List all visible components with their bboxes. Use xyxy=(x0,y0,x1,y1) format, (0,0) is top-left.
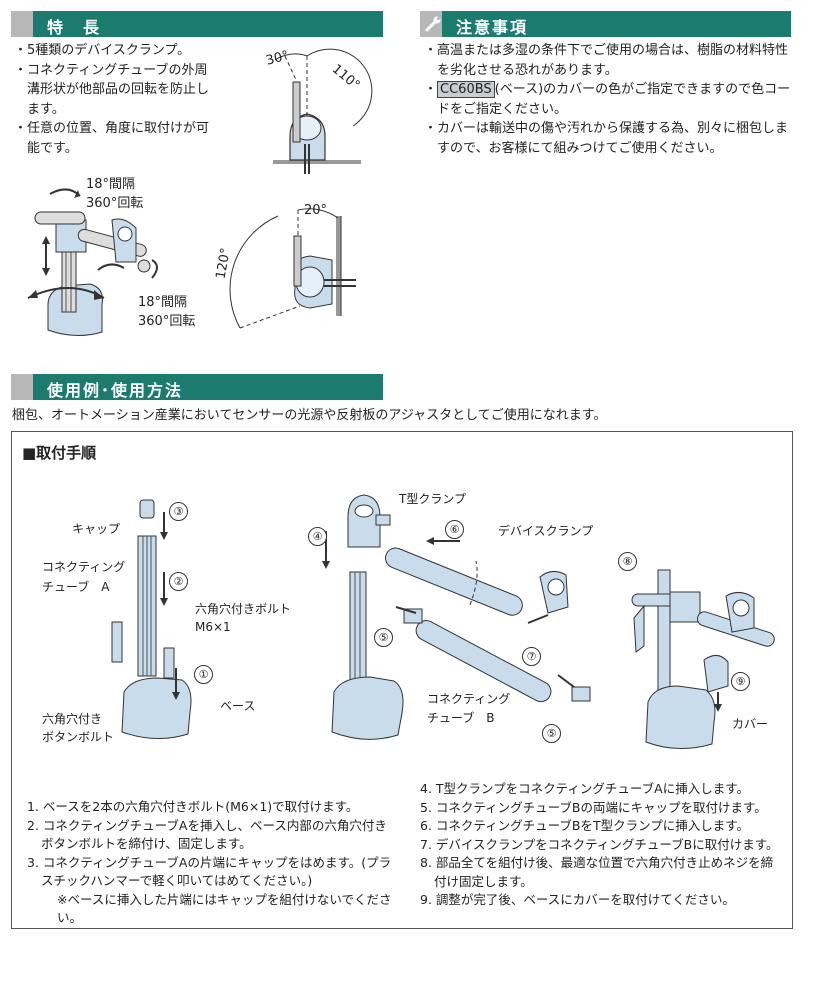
step-number-7: ⑦ xyxy=(522,647,541,666)
assembly-step1-3-diagram xyxy=(111,499,192,740)
step-number-6: ⑥ xyxy=(445,520,464,539)
procedure-title: ■取付手順 xyxy=(22,444,97,462)
feature-item: ・5種類のデバイスクランプ。 xyxy=(14,43,191,58)
device-clamp-label: デバイスクランプ xyxy=(498,524,594,538)
tube-b-label-2: チューブ B xyxy=(427,711,495,725)
t-clamp-label: T型クランプ xyxy=(399,492,466,506)
angle-20-label: 20° xyxy=(304,203,328,218)
angle-diagram-top xyxy=(273,48,373,174)
step-item: 2. コネクティングチューブAを挿入し、ベース内部の六角穴付きボタンボルトを締付… xyxy=(27,817,387,852)
rotation-top-line1: 18°間隔 xyxy=(86,177,136,192)
step-number-5b: ⑤ xyxy=(542,724,561,743)
caution-item-text: (ベース)のカバーの色がご指定できますので色コードをご指定ください。 xyxy=(437,82,791,117)
cover-code-badge: CC60BS xyxy=(437,81,495,98)
steps-right-list: 4. T型クランプをコネクティングチューブAに挿入します。 5. コネクティング… xyxy=(420,780,785,910)
caution-header: 注意事項 xyxy=(420,11,791,37)
feature-item: ・任意の位置、角度に取付けが可能です。 xyxy=(14,121,210,156)
header-mark xyxy=(11,374,33,400)
caution-item: ・高温または多湿の条件下でご使用の場合は、樹脂の材料特性を劣化させる恐れがありま… xyxy=(424,43,789,78)
usage-header: 使用例･使用方法 xyxy=(11,374,383,400)
tube-b-label-1: コネクティング xyxy=(427,692,511,706)
step-number-3: ③ xyxy=(169,502,188,521)
features-list: ・5種類のデバイスクランプ。 ・コネクティングチューブの外周溝形状が他部品の回転… xyxy=(14,41,214,158)
assembly-step4-7-diagram xyxy=(322,494,591,740)
features-header: 特 長 xyxy=(11,11,383,37)
features-title: 特 長 xyxy=(47,18,102,37)
steps-left-list: 1. ベースを2本の六角穴付きボルト(M6×1)で取付けます。 2. コネクティ… xyxy=(27,798,397,928)
step-item: 7. デバイスクランプをコネクティングチューブBに取付けます。 xyxy=(420,836,779,852)
step-item: 5. コネクティングチューブBの両端にキャップを取付けます。 xyxy=(420,799,767,815)
step-number-2: ② xyxy=(169,572,188,591)
header-mark xyxy=(11,11,33,37)
feature-item: ・コネクティングチューブの外周溝形状が他部品の回転を防止します。 xyxy=(14,62,210,117)
rotation-stand-diagram xyxy=(27,188,158,336)
caution-list: ・高温または多湿の条件下でご使用の場合は、樹脂の材料特性を劣化させる恐れがありま… xyxy=(424,41,794,158)
button-bolt-label-2: ボタンボルト xyxy=(42,730,115,744)
step-number-1: ① xyxy=(194,665,213,684)
cover-label: カバー xyxy=(732,717,769,731)
step-item: 8. 部品全てを組付け後、最適な位置で六角穴付き止めネジを締付け固定します。 xyxy=(420,855,774,889)
rotation-top-line2: 360°回転 xyxy=(86,196,144,211)
tube-a-label-2: チューブ A xyxy=(42,580,110,594)
step-note: ※ベースに挿入した片端にはキャップを組付けないでください。 xyxy=(57,891,392,926)
tube-a-label-1: コネクティング xyxy=(42,560,126,574)
step-number-9: ⑨ xyxy=(731,672,750,691)
caution-item: ・カバーは輸送中の傷や汚れから保護する為、別々に梱包しますので、お客様にて組みつ… xyxy=(424,121,789,156)
step-number-8: ⑧ xyxy=(618,552,637,571)
step-number-5a: ⑤ xyxy=(374,628,393,647)
button-bolt-label-1: 六角穴付き xyxy=(42,712,103,726)
usage-description: 梱包、オートメーション産業においてセンサーの光源や反射板のアジャスタとしてご使用… xyxy=(12,408,607,423)
step-item: 1. ベースを2本の六角穴付きボルト(M6×1)で取付けます。 xyxy=(27,799,359,814)
step-item: 6. コネクティングチューブBをT型クランプに挿入します。 xyxy=(420,818,749,833)
step-item: 9. 調整が完了後、ベースにカバーを取付けてください。 xyxy=(420,892,735,907)
procedure-box: ■取付手順 ③ ② ① キャップ コネクティング チューブ A 六角穴付きボルト… xyxy=(11,431,793,929)
step-item: 4. T型クランプをコネクティングチューブAに挿入します。 xyxy=(420,781,749,796)
step-number-4: ④ xyxy=(308,527,327,546)
rotation-bottom-line1: 18°間隔 xyxy=(138,295,188,310)
rotation-bottom-line2: 360°回転 xyxy=(138,314,196,329)
step-item: 3. コネクティングチューブAの片端にキャップをはめます。(プラスチックハンマー… xyxy=(27,854,392,889)
caution-item: ・CC60BS(ベース)のカバーの色がご指定できますので色コードをご指定ください… xyxy=(424,80,794,119)
assembly-step8-9-diagram xyxy=(631,569,775,750)
cap-label: キャップ xyxy=(72,522,121,536)
base-label: ベース xyxy=(220,699,256,713)
usage-title: 使用例･使用方法 xyxy=(47,381,184,400)
wrench-icon xyxy=(425,16,441,32)
bolt-label-2: M6×1 xyxy=(195,620,231,634)
bolt-label-1: 六角穴付きボルト xyxy=(195,602,292,616)
angle-diagram-bottom xyxy=(229,208,356,329)
caution-title: 注意事項 xyxy=(456,18,529,37)
bullet-dot: ・ xyxy=(424,82,438,97)
